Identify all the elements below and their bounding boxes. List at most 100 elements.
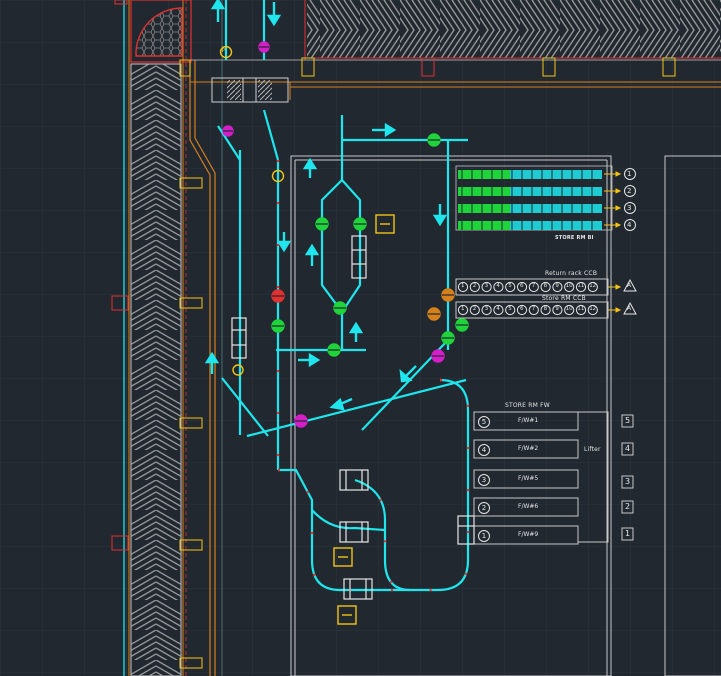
ccb-slot-label: 4 <box>496 306 500 312</box>
lifter-label: Lifter <box>584 446 601 453</box>
direction-arrows <box>204 0 448 411</box>
fw-row-box-label: 3 <box>625 477 631 486</box>
store-rm-label: STORE RM BI <box>555 235 594 241</box>
ccb-slot-circle <box>587 304 598 316</box>
fw-row-circle: 2 <box>478 502 490 514</box>
store-rm-ccb-title: Store RM CCB <box>542 295 586 302</box>
rack-row-green <box>458 221 510 230</box>
rack-number-label: 3 <box>627 204 632 212</box>
ccb-slot-circle <box>540 281 551 293</box>
ccb-slot-circle <box>516 304 528 316</box>
rack-number-circle <box>624 219 636 231</box>
fw-row-label: F/W#9 <box>518 531 539 538</box>
fw-row-box-label: 1 <box>625 529 631 538</box>
ccb-slot-circle <box>457 304 469 316</box>
ccb-slot-label: 8 <box>543 283 548 289</box>
ccb-slot-label: 10 <box>565 283 573 289</box>
ccb-slot-label: 5 <box>508 306 512 312</box>
ccb-slot-label: 2 <box>472 283 477 289</box>
ccb-slot-circle <box>552 281 563 293</box>
store-fw-title: STORE RM FW <box>505 402 550 409</box>
ccb-slot-label: 2 <box>472 306 477 312</box>
rack-number-circle <box>624 185 636 197</box>
store-fw-table <box>473 411 634 545</box>
ccb-slot-label: 9 <box>555 283 559 289</box>
ccb-slot-label: 10 <box>565 306 573 312</box>
ccb-slot-circle <box>528 304 539 316</box>
ccb-slot-label: 8 <box>543 306 548 312</box>
rack-row-cyan <box>510 170 602 179</box>
top-yellow-marker-label: P <box>222 48 226 54</box>
ccb-slot-circle <box>528 281 539 293</box>
ccb-slot-label: 11 <box>577 306 585 312</box>
agv-vehicles <box>231 235 475 600</box>
ccb-slot-circle <box>564 281 575 293</box>
fw-row-circle: 1 <box>478 530 490 542</box>
ccb-slot-label: 4 <box>496 283 500 289</box>
ccb-slot-circle <box>516 281 528 293</box>
ccb-slot-circle <box>575 304 587 316</box>
ccb-slot-label: 7 <box>531 306 536 312</box>
ccb-slot-circle <box>540 304 551 316</box>
return-rack-title: Return rack CCB <box>545 270 598 277</box>
ccb-slot-circle <box>505 281 516 293</box>
rack-number-label: 4 <box>627 221 632 229</box>
ccb-slot-label: 3 <box>484 306 489 312</box>
rack-area <box>455 165 636 231</box>
ccb-slot-circle <box>575 281 587 293</box>
ccb-slot-circle <box>469 281 480 293</box>
ccb-slot-label: 12 <box>589 283 597 289</box>
ccb-slot-label: 1 <box>461 283 465 289</box>
ccb-slot-label: 5 <box>508 283 512 289</box>
ccb-slot-circle <box>493 304 504 316</box>
ccb-slot-label: 7 <box>531 283 536 289</box>
fw-row-label: F/W#5 <box>518 475 539 482</box>
top-wall <box>190 0 721 100</box>
ccb-slot-label: 12 <box>589 306 597 312</box>
rack-row-green <box>458 170 510 179</box>
node-markers <box>219 41 469 428</box>
forklifts <box>333 214 395 625</box>
fw-row-label: F/W#2 <box>518 445 539 452</box>
fw-row-label: F/W#6 <box>518 503 539 510</box>
ccb-slot-label: 1 <box>461 306 465 312</box>
fw-row-box-label: 5 <box>625 416 631 425</box>
ccb-slot-circle <box>552 304 563 316</box>
rack-row-cyan <box>510 204 602 213</box>
rack-number-label: 1 <box>627 170 632 178</box>
corner-feature <box>130 0 192 63</box>
fw-row-box-label: 4 <box>625 444 631 453</box>
ccb-slot-circle <box>505 304 516 316</box>
warning-triangles <box>623 278 637 315</box>
left-walkway <box>123 0 223 676</box>
fw-row-label: F/W#1 <box>518 417 539 424</box>
column-markers <box>111 0 676 669</box>
rack-row-cyan <box>510 221 602 230</box>
ccb-slot-circle <box>587 281 598 293</box>
building-outline <box>290 155 721 676</box>
ccb-slot-circle <box>481 281 492 293</box>
ccb-slot-label: 9 <box>555 306 559 312</box>
rack-number-circle <box>624 202 636 214</box>
rack-row-green <box>458 187 510 196</box>
ccb-slot-label: 3 <box>484 283 489 289</box>
ccb-slot-circle <box>469 304 480 316</box>
triangle-label-2: A <box>627 305 632 312</box>
rack-row-cyan <box>510 187 602 196</box>
crossing <box>211 77 289 103</box>
fw-row-circle: 4 <box>478 444 490 456</box>
ccb-racks <box>455 278 622 319</box>
fw-row-circle: 5 <box>478 416 490 428</box>
ccb-slot-circle <box>481 304 492 316</box>
rack-row-green <box>458 204 510 213</box>
ccb-slot-circle <box>493 281 504 293</box>
fw-row-box-label: 2 <box>625 502 631 511</box>
triangle-label-1: A <box>627 282 632 289</box>
ccb-slot-label: 6 <box>520 283 524 289</box>
ccb-slot-circle <box>564 304 575 316</box>
ccb-slot-label: 6 <box>520 306 524 312</box>
rack-number-circle <box>624 168 636 180</box>
fw-row-circle: 3 <box>478 474 490 486</box>
